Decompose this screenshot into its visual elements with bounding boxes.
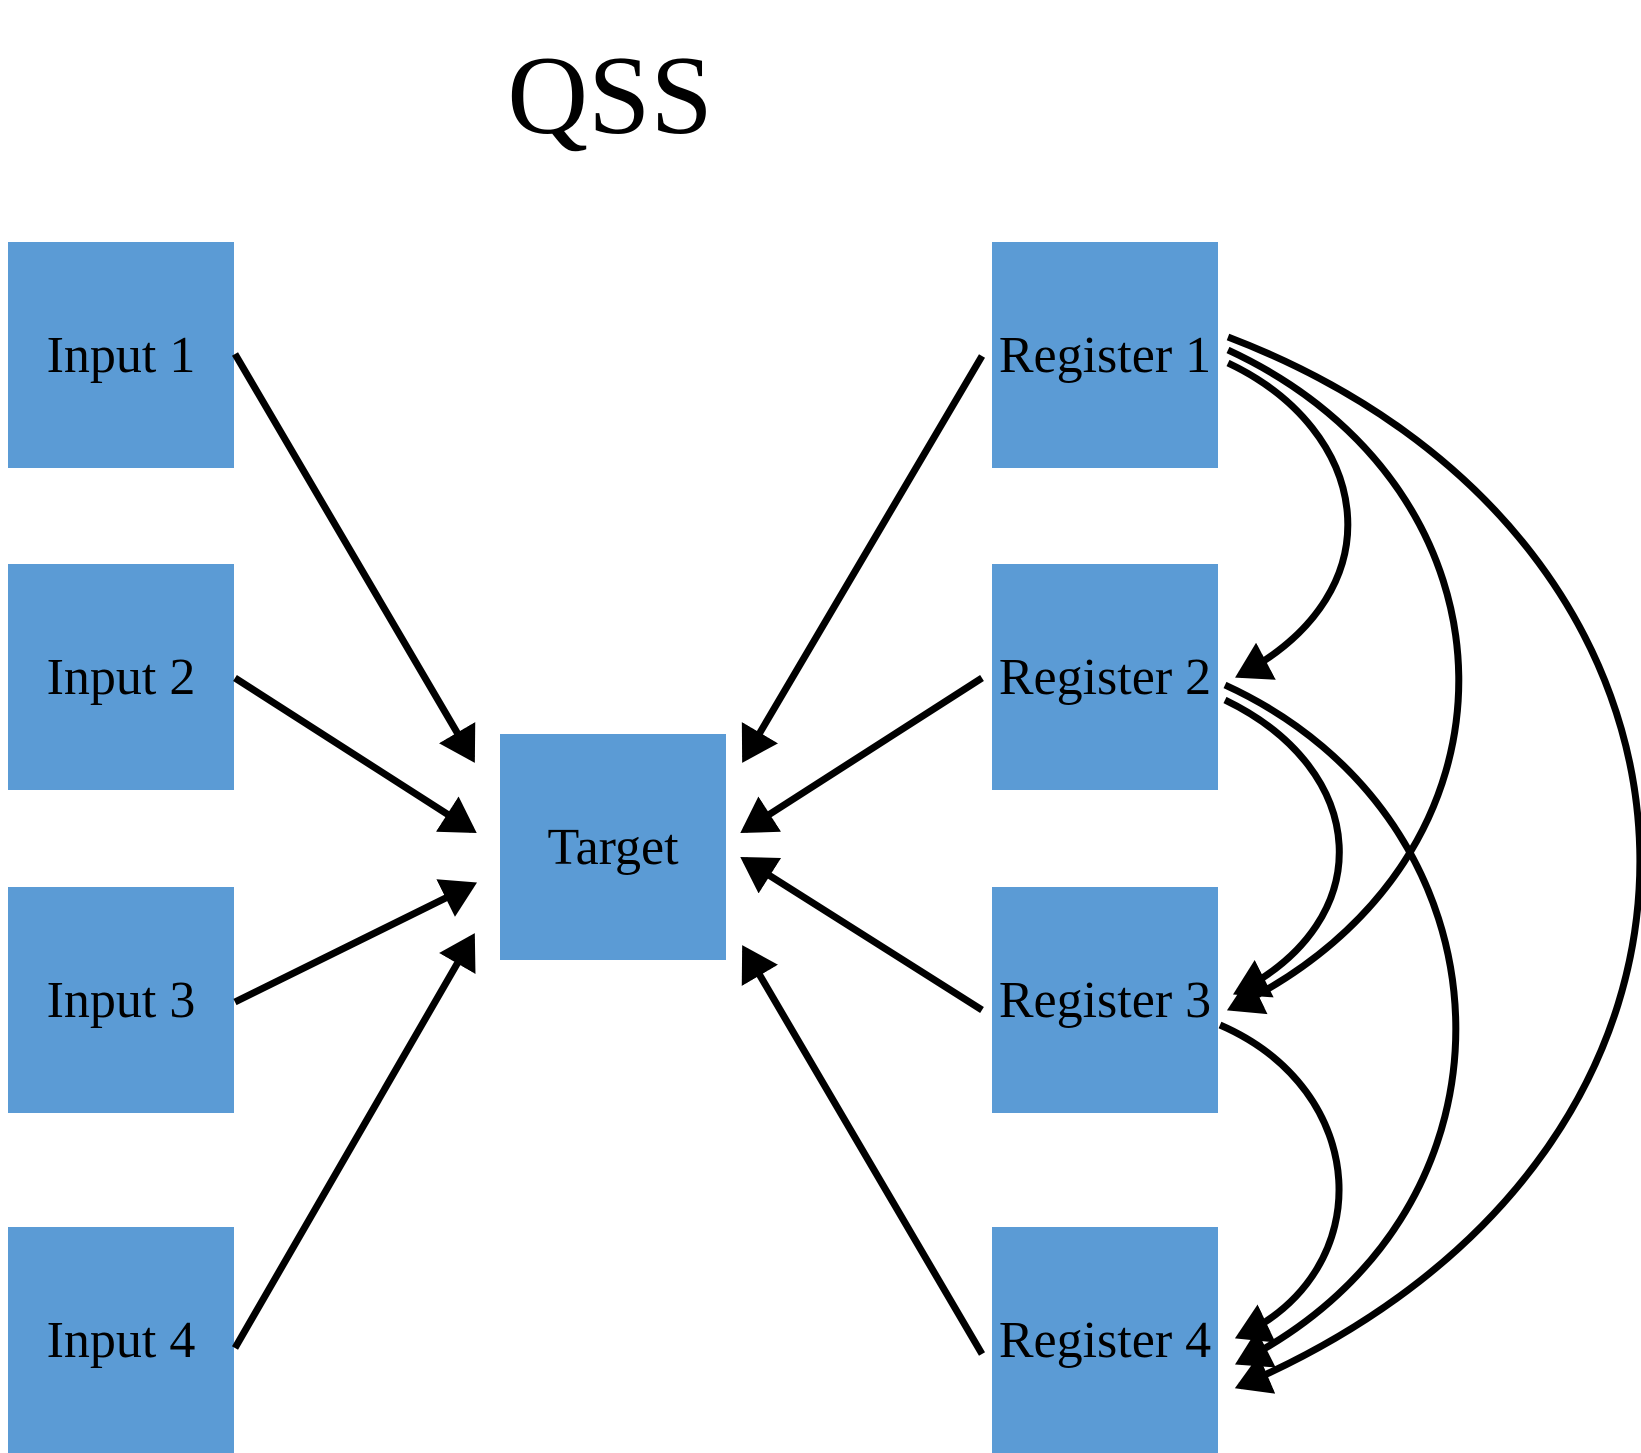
edge-register1-register3 <box>1226 346 1463 1015</box>
node-register-2: Register 2 <box>992 564 1218 790</box>
node-label: Register 3 <box>998 971 1212 1029</box>
edge-register3-target <box>740 857 984 1013</box>
edge-register2-register3 <box>1223 696 1343 998</box>
node-target: Target <box>500 734 726 960</box>
node-input-2: Input 2 <box>8 564 234 790</box>
node-register-3: Register 3 <box>992 887 1218 1113</box>
edge-register3-register4 <box>1218 1021 1343 1343</box>
diagram-title: QSS <box>507 34 713 158</box>
node-label: Input 3 <box>46 971 196 1029</box>
node-label: Input 1 <box>46 326 196 384</box>
node-label: Target <box>547 818 679 876</box>
node-label: Register 4 <box>998 1311 1212 1369</box>
edge-register1-register4 <box>1226 333 1641 1394</box>
edge-register2-target <box>740 675 984 834</box>
edge-register1-register2 <box>1226 359 1352 680</box>
edge-input1-target <box>231 352 476 763</box>
node-label: Input 2 <box>46 648 196 706</box>
node-input-3: Input 3 <box>8 887 234 1113</box>
node-label: Register 1 <box>998 326 1212 384</box>
node-label: Register 2 <box>998 648 1212 706</box>
edge-register4-target <box>741 945 986 1356</box>
edge-register1-target <box>741 354 986 763</box>
node-input-1: Input 1 <box>8 242 234 468</box>
edge-input2-target <box>233 675 477 834</box>
node-register-1: Register 1 <box>992 242 1218 468</box>
node-register-4: Register 4 <box>992 1227 1218 1453</box>
edge-input4-target <box>231 933 476 1350</box>
edge-input3-target <box>233 879 478 1006</box>
edge-register2-register4 <box>1223 681 1460 1368</box>
node-input-4: Input 4 <box>8 1227 234 1453</box>
node-label: Input 4 <box>46 1311 196 1369</box>
